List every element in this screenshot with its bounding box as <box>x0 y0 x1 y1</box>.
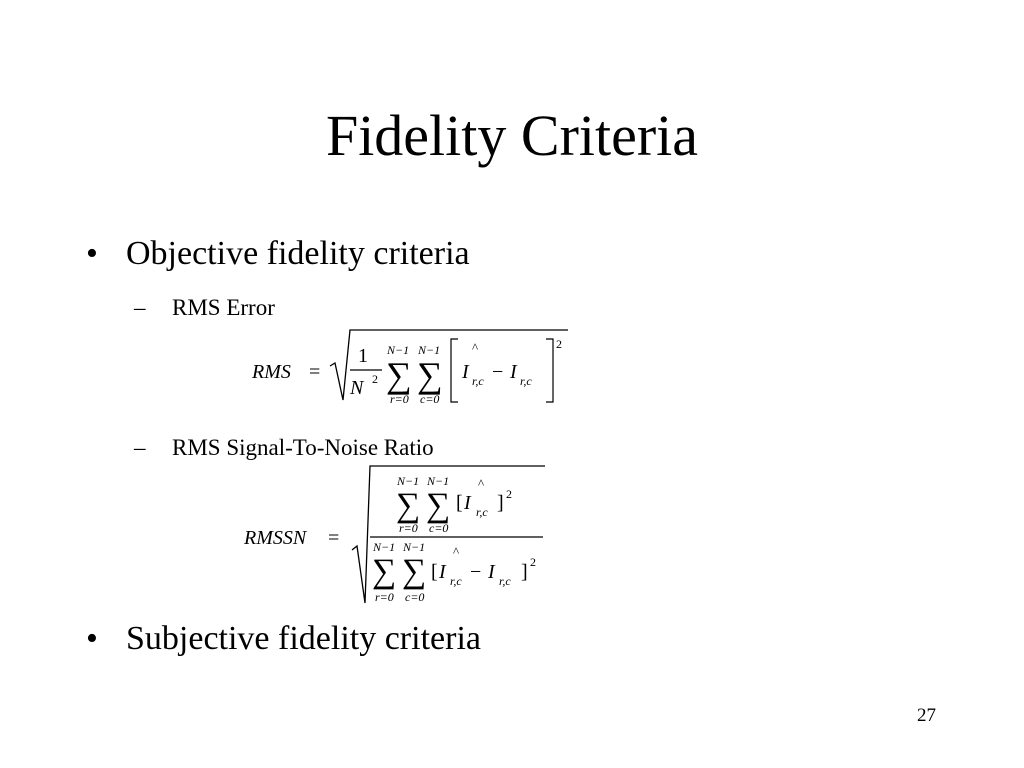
num-I-hat: I <box>463 492 472 514</box>
rms-exp2: 2 <box>372 372 378 386</box>
sub-item-text: RMS Signal-To-Noise Ratio <box>172 435 434 460</box>
den-I-hat: I <box>438 561 447 583</box>
dash-marker: – <box>134 295 146 320</box>
den-minus: − <box>470 561 481 583</box>
rms-lhs: RMS <box>251 361 291 383</box>
sigma-icon: ∑ <box>386 355 412 395</box>
den-lower1: r=0 <box>375 590 394 604</box>
rms-sub1: r,c <box>472 374 484 388</box>
sigma-icon: ∑ <box>426 487 450 524</box>
num-hat: ^ <box>478 476 484 491</box>
slide-title: Fidelity Criteria <box>325 103 699 168</box>
den-close-bracket: ] <box>521 561 528 583</box>
bullet-subjective: • Subjective fidelity criteria <box>86 619 481 659</box>
sigma-icon: ∑ <box>402 553 426 590</box>
bullet-marker: • <box>86 235 98 272</box>
sub-item-text: RMS Error <box>172 295 275 320</box>
den-open-bracket: [ <box>431 561 438 583</box>
bullet-text: Objective fidelity criteria <box>126 235 470 272</box>
num-close-bracket: ] <box>497 492 504 514</box>
bullet-text: Subjective fidelity criteria <box>126 620 481 657</box>
den-sub2: r,c <box>499 574 511 588</box>
formula-rms: RMS = 1 N 2 N−1 ∑ r=0 N−1 ∑ c=0 ^ I r,c … <box>251 329 568 406</box>
page-number: 27 <box>917 705 936 726</box>
den-I: I <box>487 561 496 583</box>
num-sub: r,c <box>476 505 488 519</box>
radical-sign <box>351 465 545 604</box>
rms-one: 1 <box>358 345 368 367</box>
radical-sign <box>329 329 568 401</box>
sigma-icon: ∑ <box>372 553 396 590</box>
bullet-marker: • <box>86 620 98 657</box>
formula-rmssn: RMSSN = N−1 ∑ r=0 N−1 ∑ c=0 [ ^ I r,c ] … <box>243 465 545 604</box>
right-bracket <box>546 338 554 403</box>
den-hat: ^ <box>453 544 459 559</box>
rmssn-equals: = <box>328 527 339 549</box>
rms-I: I <box>509 361 518 383</box>
den-upper1: N−1 <box>372 540 395 554</box>
rms-outer-exp: 2 <box>556 337 562 351</box>
sub-item-rms-snr: – RMS Signal-To-Noise Ratio <box>134 434 434 462</box>
rmssn-lhs: RMSSN <box>243 527 308 549</box>
bullet-objective: • Objective fidelity criteria <box>86 234 470 274</box>
num-lower1: r=0 <box>399 521 418 535</box>
left-bracket <box>450 338 458 403</box>
den-upper2: N−1 <box>402 540 425 554</box>
rms-minus: − <box>492 361 503 383</box>
rms-hat: ^ <box>472 340 478 355</box>
num-upper2: N−1 <box>426 474 449 488</box>
sub-item-rms-error: – RMS Error <box>134 294 275 322</box>
rms-N: N <box>349 377 365 399</box>
rms-lower2: c=0 <box>420 392 439 406</box>
rms-sub2: r,c <box>520 374 532 388</box>
sigma-icon: ∑ <box>417 355 443 395</box>
num-lower2: c=0 <box>429 521 448 535</box>
rms-upper2: N−1 <box>417 343 440 357</box>
sigma-icon: ∑ <box>396 487 420 524</box>
num-open-bracket: [ <box>456 492 463 514</box>
den-lower2: c=0 <box>405 590 424 604</box>
rms-I-hat: I <box>461 361 470 383</box>
den-sub1: r,c <box>450 574 462 588</box>
num-exp: 2 <box>506 487 512 501</box>
den-exp: 2 <box>530 555 536 569</box>
rms-upper1: N−1 <box>386 343 409 357</box>
num-upper1: N−1 <box>396 474 419 488</box>
rms-equals: = <box>309 361 320 383</box>
rms-lower1: r=0 <box>390 392 409 406</box>
dash-marker: – <box>134 435 146 460</box>
